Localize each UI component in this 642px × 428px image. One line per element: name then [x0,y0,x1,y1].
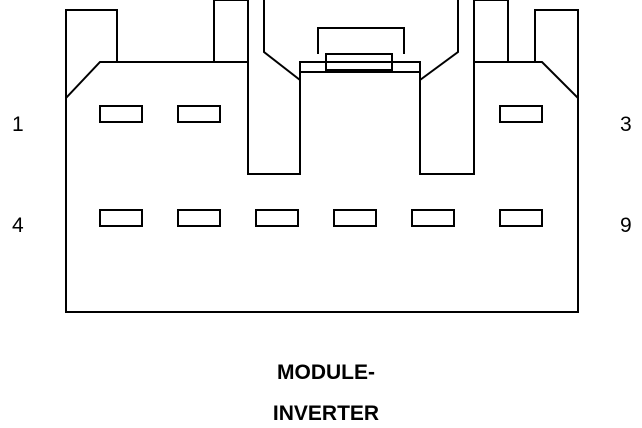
lock-tab-base [299,61,421,73]
pin-cavity [177,105,221,123]
caption-line-1: MODULE- [277,361,375,384]
right-latch-post [534,9,579,98]
pin-label-bottom-left: 4 [12,214,24,237]
pin-label-top-right: 3 [620,113,632,136]
pin-cavity [99,209,143,227]
pin-label-top-left: 1 [12,113,24,136]
connector-housing-outline [65,61,579,313]
pin-cavity [99,105,143,123]
pin-cavity [499,105,543,123]
lock-tab [325,53,393,71]
right-center-latch-post [473,0,509,62]
pin-cavity [411,209,455,227]
pin-cavity [499,209,543,227]
locking-hood [263,0,459,81]
pin-cavity [255,209,299,227]
left-center-latch-post [213,0,249,62]
pin-cavity [333,209,377,227]
caption-line-2: INVERTER [272,402,380,425]
pin-label-bottom-right: 9 [620,214,632,237]
locking-hood-inner [317,27,405,54]
left-latch-post [65,9,118,98]
pin-cavity [177,209,221,227]
